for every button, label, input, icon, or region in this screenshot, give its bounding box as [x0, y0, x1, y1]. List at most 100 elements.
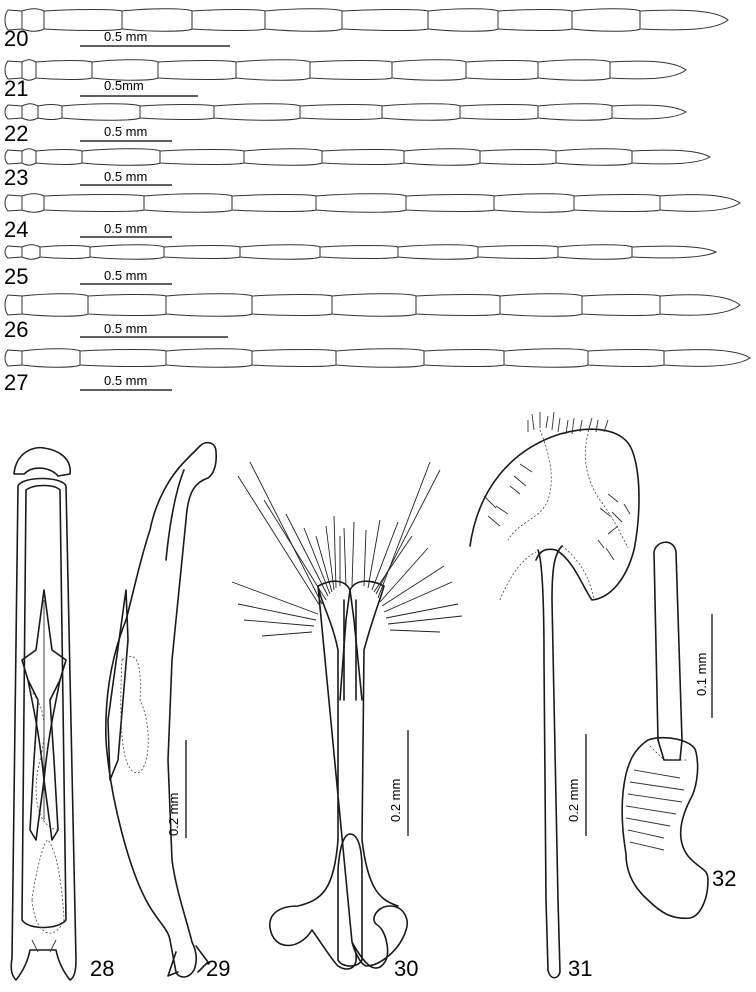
antenna-segment	[423, 349, 505, 367]
setae	[231, 461, 463, 637]
antenna-23	[4, 148, 711, 166]
antenna-segment	[503, 348, 589, 368]
antenna-scape	[4, 149, 23, 165]
antenna-segment	[157, 60, 237, 80]
antenna-scape	[4, 245, 23, 259]
antenna-segment	[499, 293, 583, 317]
antenna-segment	[39, 245, 91, 259]
figure-number-21: 21	[4, 76, 28, 101]
antenna-segment	[163, 245, 241, 259]
antenna-27	[4, 348, 751, 368]
antenna-segment	[315, 193, 407, 213]
antenna-segment	[143, 193, 233, 213]
aedeagus-dorsal-view	[10, 446, 77, 981]
figure-number-31: 31	[568, 956, 592, 981]
antennae-figures	[4, 8, 751, 368]
antenna-segment	[235, 59, 311, 81]
antenna-segment	[631, 149, 711, 165]
scale-label-26: 0.5 mm	[104, 321, 147, 336]
antenna-segment	[659, 194, 741, 212]
figure-number-28: 28	[90, 956, 114, 981]
antenna-segment	[139, 104, 215, 120]
bristles	[483, 411, 631, 561]
antenna-segment	[319, 245, 399, 259]
antenna-segment	[309, 60, 393, 80]
antenna-segment	[587, 349, 665, 367]
figure-number-25: 25	[4, 264, 28, 289]
antenna-segment	[479, 149, 557, 165]
figure-number-32: 32	[712, 866, 736, 891]
antenna-segment	[391, 59, 467, 81]
antenna-segment	[165, 293, 253, 317]
sternite-with-setae	[231, 461, 463, 970]
antenna-segment	[21, 293, 89, 317]
antenna-segment	[37, 104, 63, 120]
spiculum-gastrale	[469, 411, 640, 979]
aedeagus-lateral-view	[105, 441, 217, 978]
antenna-segment	[21, 103, 39, 121]
antenna-segment	[43, 9, 123, 31]
antenna-segment	[537, 103, 613, 121]
antenna-segment	[35, 60, 93, 80]
antenna-segment	[557, 244, 633, 260]
antenna-segment	[21, 193, 45, 213]
figure-number-20: 20	[4, 26, 28, 51]
figure-number-27: 27	[4, 370, 28, 395]
antenna-segment	[61, 103, 141, 121]
antenna-segment	[659, 294, 741, 316]
antenna-segment	[35, 149, 83, 165]
antenna-22	[4, 103, 687, 121]
figure-number-30: 30	[394, 956, 418, 981]
antenna-segment	[299, 104, 383, 120]
antenna-segment	[611, 104, 687, 120]
figure-number-26: 26	[4, 317, 28, 342]
antenna-25	[4, 244, 718, 260]
antenna-segment	[571, 8, 641, 32]
antenna-segment	[609, 60, 687, 80]
antenna-segment	[415, 294, 501, 316]
antenna-segment	[331, 293, 417, 317]
scale-label-25: 0.5 mm	[104, 268, 147, 283]
antenna-segment	[537, 59, 611, 81]
scale-label-21: 0.5mm	[104, 78, 144, 93]
antenna-segment	[21, 348, 81, 368]
antenna-scape	[4, 294, 23, 316]
figure-number-22: 22	[4, 121, 28, 146]
antenna-segment	[493, 193, 575, 213]
antenna-segment	[403, 148, 481, 166]
antenna-segment	[121, 8, 193, 32]
antenna-segment	[264, 8, 343, 32]
antenna-segment	[639, 9, 729, 31]
antenna-26	[4, 293, 741, 317]
antenna-scape	[4, 194, 23, 212]
antenna-segment	[21, 148, 37, 166]
scale-label-20: 0.5 mm	[104, 29, 147, 44]
antenna-segment	[427, 8, 499, 32]
antenna-scape	[4, 349, 23, 367]
antenna-segment	[405, 194, 495, 212]
antenna-24	[4, 193, 741, 213]
antenna-21	[4, 59, 687, 81]
antenna-segment	[43, 194, 145, 212]
scale-label-29: 0.2 mm	[166, 793, 181, 836]
antenna-segment	[213, 103, 301, 121]
antenna-segment	[239, 244, 321, 260]
antenna-segment	[165, 348, 253, 368]
figure-number-24: 24	[4, 217, 28, 242]
antenna-segment	[89, 244, 165, 260]
antenna-segment	[251, 349, 337, 367]
antenna-segment	[251, 294, 333, 316]
antenna-scape	[4, 60, 23, 80]
antenna-segment	[79, 349, 167, 367]
antenna-segment	[335, 348, 425, 368]
antenna-20	[4, 8, 729, 32]
antenna-segment	[631, 245, 718, 259]
scale-label-23: 0.5 mm	[104, 169, 147, 184]
figure-number-29: 29	[206, 956, 230, 981]
antenna-segment	[231, 194, 317, 212]
antenna-segment	[573, 194, 661, 212]
antenna-segment	[497, 9, 573, 31]
scale-label-32: 0.1 mm	[694, 653, 709, 696]
antenna-scape	[4, 9, 23, 31]
